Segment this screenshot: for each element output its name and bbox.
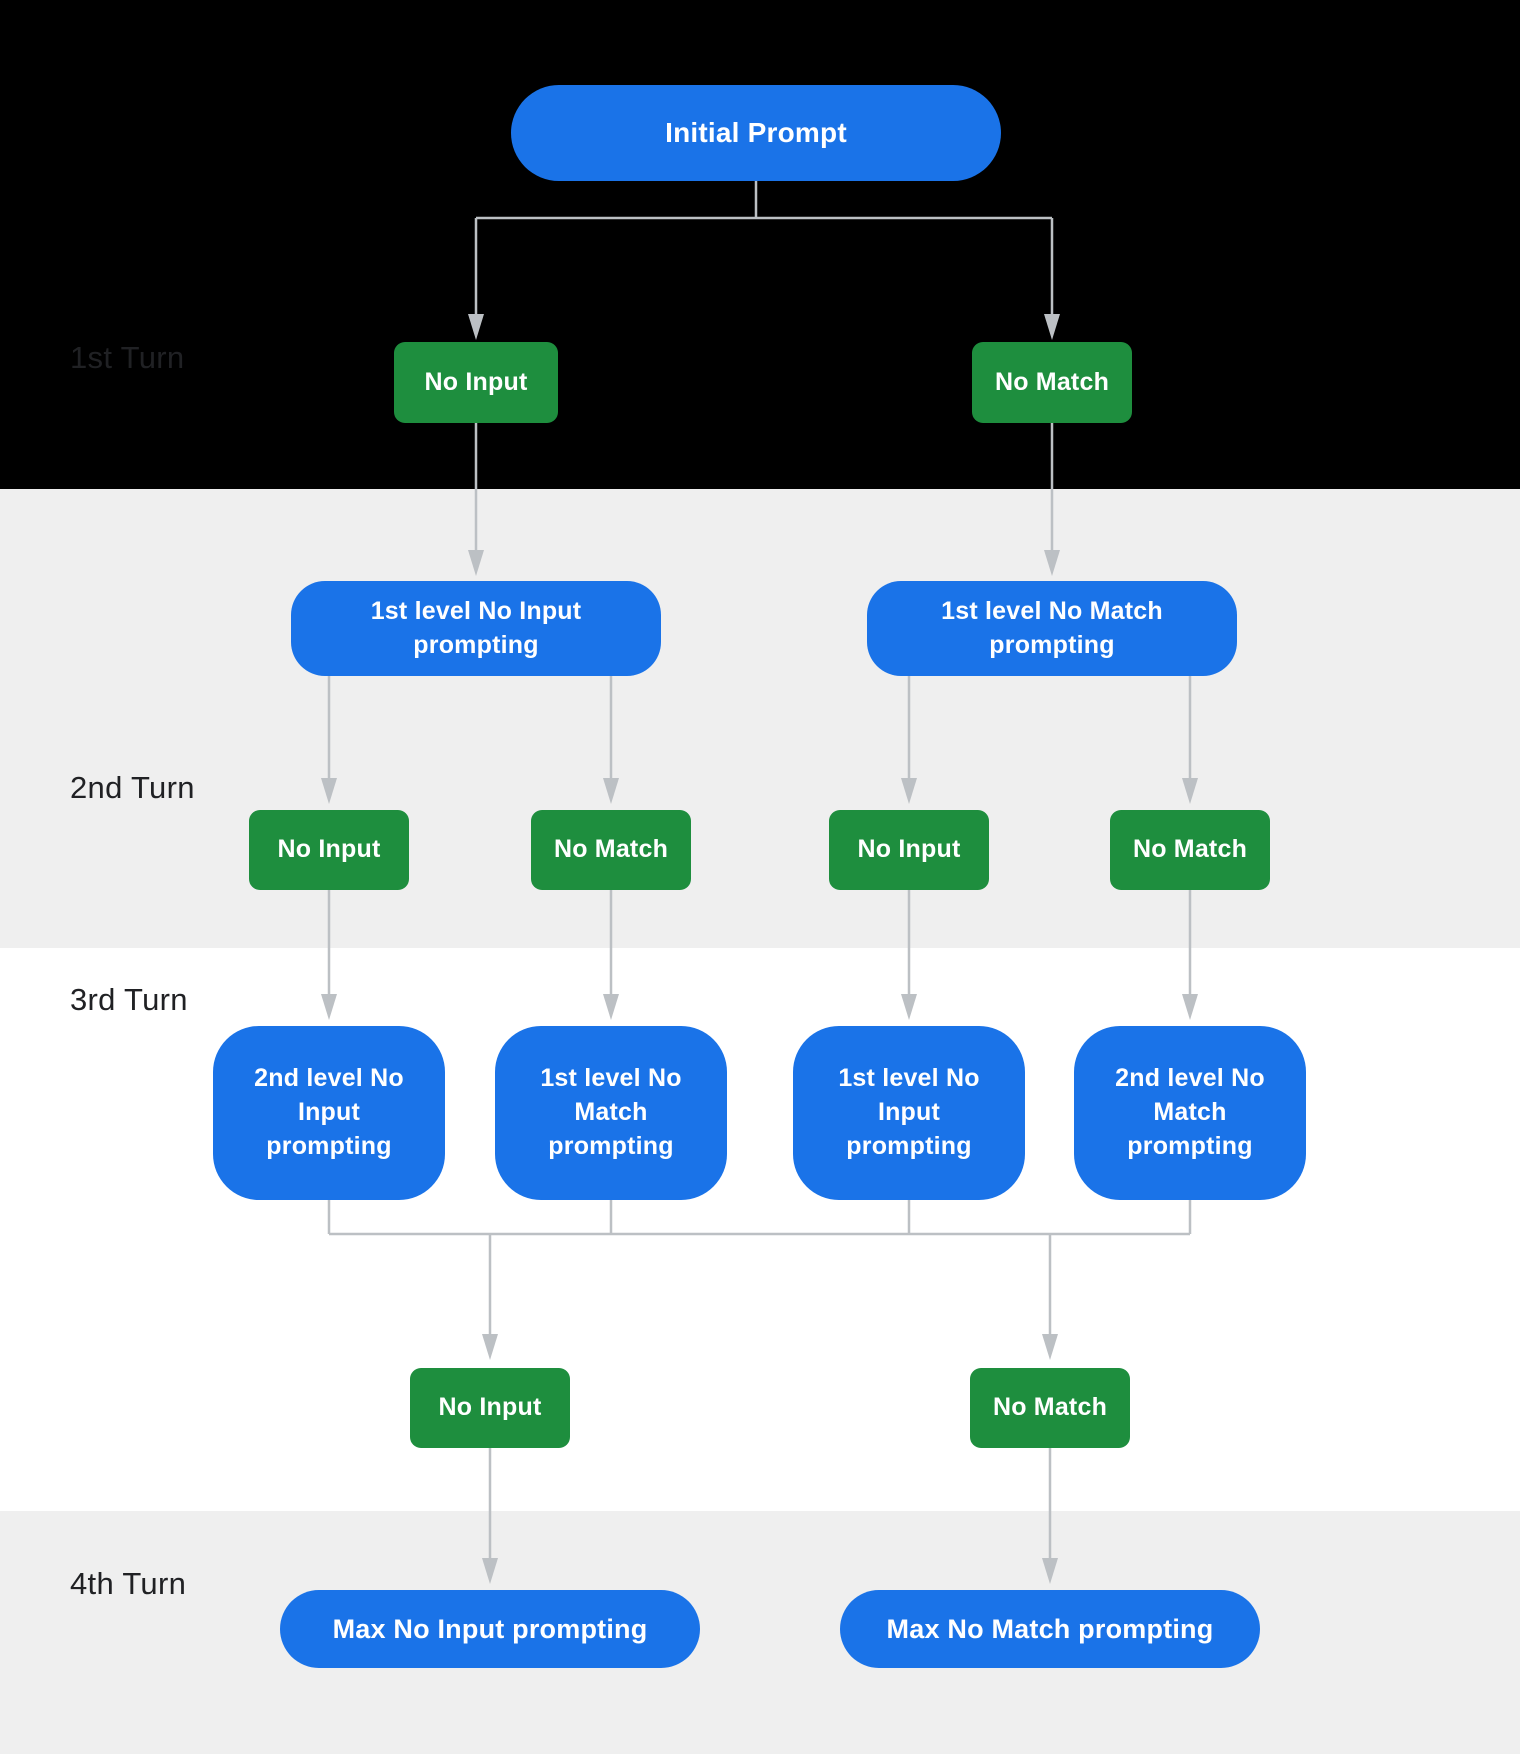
connector-initial-to-turn1 xyxy=(468,181,1060,340)
node-turn2-no-input-left: No Input xyxy=(249,810,409,890)
band-turn4-gray xyxy=(0,1511,1520,1754)
turn-label-2nd: 2nd Turn xyxy=(70,770,195,805)
node-2nd-level-no-match-prompting: 2nd level No Match prompting xyxy=(1074,1026,1306,1200)
node-max-no-input-prompting: Max No Input prompting xyxy=(280,1590,700,1668)
turn-label-4th: 4th Turn xyxy=(70,1566,187,1601)
node-initial-prompt: Initial Prompt xyxy=(511,85,1001,181)
connector-merge-bar xyxy=(327,1200,1192,1360)
node-max-no-match-prompting: Max No Match prompting xyxy=(840,1590,1260,1668)
node-turn3-no-input: No Input xyxy=(410,1368,570,1448)
node-turn1-no-input: No Input xyxy=(394,342,558,423)
node-1st-level-no-match-prompting: 1st level No Match prompting xyxy=(867,581,1237,676)
connector-level1-to-turn2 xyxy=(321,676,1198,804)
node-2nd-level-no-input-prompting: 2nd level No Input prompting xyxy=(213,1026,445,1200)
connector-turn3-to-max xyxy=(482,1448,1058,1584)
node-1st-level-no-match-prompting-turn3: 1st level No Match prompting xyxy=(495,1026,727,1200)
connector-turn1-to-level1 xyxy=(468,423,1060,576)
node-1st-level-no-input-prompting-turn3: 1st level No Input prompting xyxy=(793,1026,1025,1200)
node-turn1-no-match: No Match xyxy=(972,342,1132,423)
connector-turn2-to-turn3 xyxy=(321,890,1198,1020)
node-turn3-no-match: No Match xyxy=(970,1368,1130,1448)
node-turn2-no-match-left: No Match xyxy=(531,810,691,890)
node-turn2-no-match-right: No Match xyxy=(1110,810,1270,890)
band-turn1-black xyxy=(0,0,1520,489)
node-1st-level-no-input-prompting: 1st level No Input prompting xyxy=(291,581,661,676)
node-turn2-no-input-right: No Input xyxy=(829,810,989,890)
turn-label-3rd: 3rd Turn xyxy=(70,982,188,1017)
turn-label-1st: 1st Turn xyxy=(70,340,185,375)
